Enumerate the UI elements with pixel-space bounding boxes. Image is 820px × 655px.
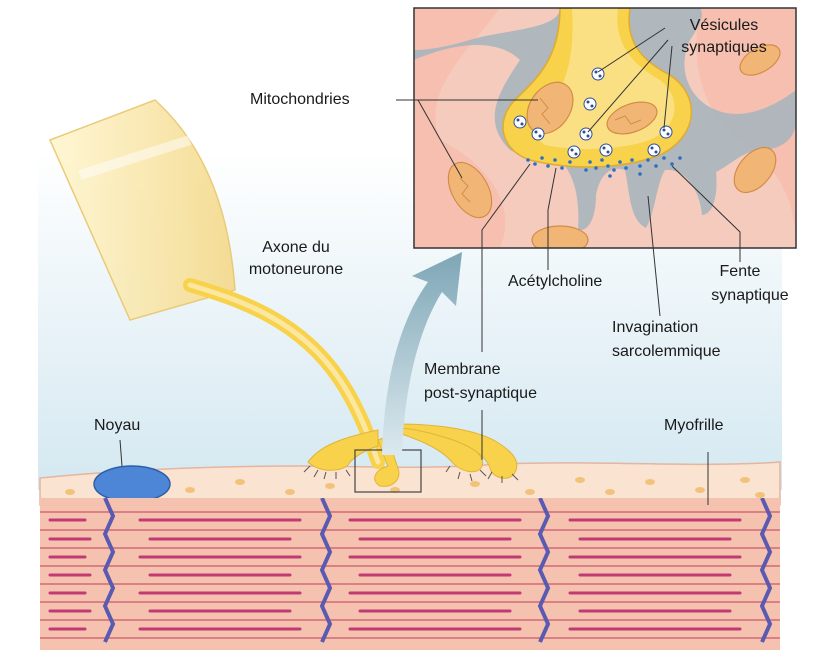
label-invagination-line1: Invagination — [612, 318, 698, 338]
label-mitochondries: Mitochondries — [250, 90, 350, 110]
label-myofrille: Myofrille — [664, 416, 724, 436]
label-membrane-line1: Membrane — [424, 360, 500, 380]
label-axone-line1: Axone du — [236, 238, 356, 258]
label-vesicules-line2: synaptiques — [664, 38, 784, 58]
nucleus — [94, 466, 170, 502]
label-noyau: Noyau — [94, 416, 140, 436]
label-vesicules-line1: Vésicules — [664, 16, 784, 36]
label-axone-line2: motoneurone — [236, 260, 356, 280]
label-membrane-line2: post-synaptique — [424, 384, 537, 404]
label-fente-line2: synaptique — [690, 286, 810, 306]
label-acetylcholine: Acétylcholine — [508, 272, 602, 292]
label-fente-line1: Fente — [690, 262, 790, 282]
label-invagination-line2: sarcolemmique — [612, 342, 720, 362]
myofibril-bundle — [40, 498, 780, 650]
